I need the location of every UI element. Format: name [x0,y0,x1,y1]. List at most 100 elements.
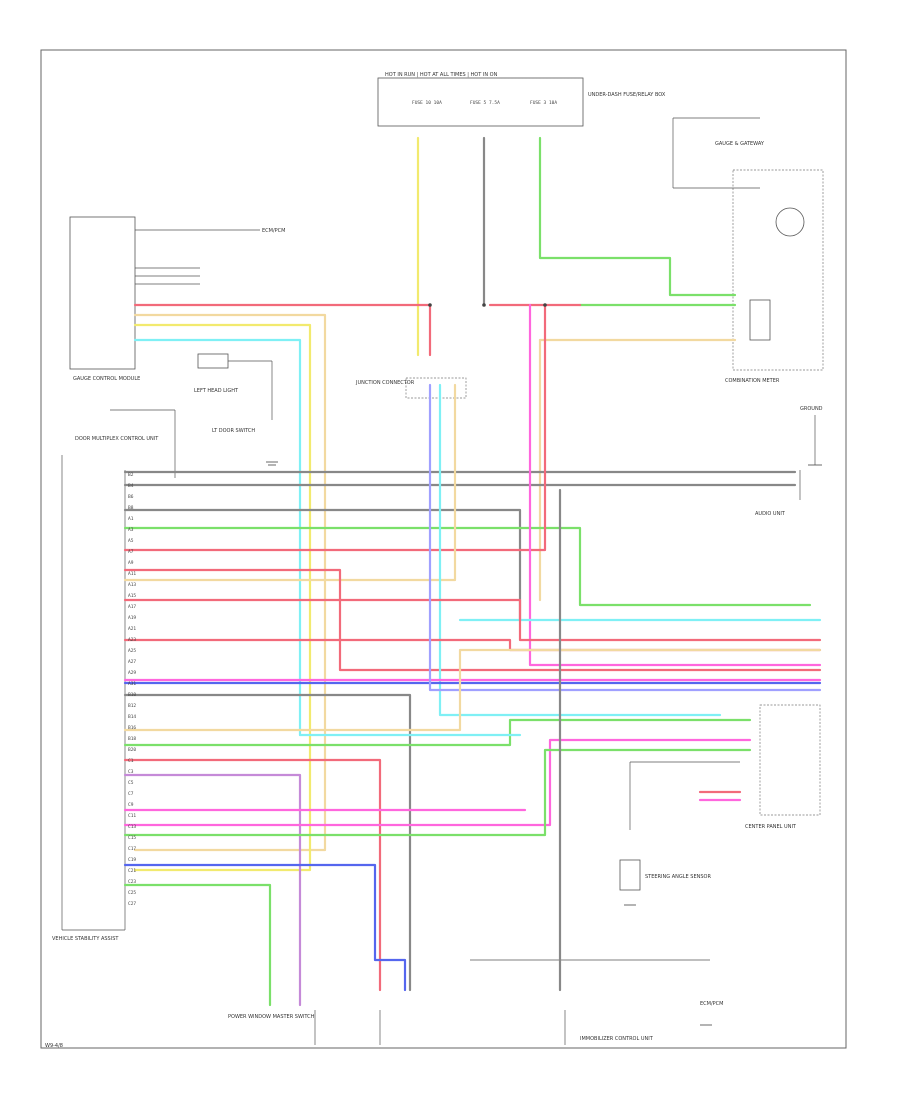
splice-dot [482,303,486,307]
audio-antenna: AUDIO UNIT [755,470,801,517]
footer-code: W9-4/8 [45,1043,63,1049]
pin-code: C17 [128,846,136,852]
pin-code: C11 [128,813,136,819]
pin-code: B16 [128,725,136,731]
wire-lavender-1 [428,383,822,692]
pin-code: A3 [128,527,134,533]
wire-green-2 [123,526,812,607]
center-panel-label: CENTER PANEL UNIT [745,824,797,830]
wire-green-5 [123,883,272,1007]
pin-code: B6 [128,494,134,500]
left-head-light: LEFT HEAD LIGHT LT DOOR SWITCH [194,353,278,466]
wire-purple-1 [123,773,302,1007]
pin-code-column: B2B4B6B8A1A3A5A7A9A11A13A15A17A19A21A23A… [128,472,136,907]
power-window-switch: POWER WINDOW MASTER SWITCH [228,1010,316,1045]
pin-code: B12 [128,703,136,709]
bottom-left-label: POWER WINDOW MASTER SWITCH [228,1014,315,1020]
splice-dot [543,303,547,307]
bottom-right-label: ECM/PCM [700,1001,723,1007]
wire-green-4 [123,748,752,837]
pin-code: A23 [128,637,136,643]
combination-meter-label: COMBINATION METER [725,378,780,384]
wire-yellow-1 [133,323,312,872]
fuse-b-label: FUSE 5 7.5A [470,100,500,106]
pin-code: A17 [128,604,136,610]
pin-code: C1 [128,758,134,764]
diagram-frame [40,49,847,1049]
pin-code: C9 [128,802,134,808]
ecm-label: ECM/PCM [262,228,285,234]
pin-code: C21 [128,868,136,874]
pin-code: A13 [128,582,136,588]
pin-code: A27 [128,659,136,665]
pin-code: C5 [128,780,134,786]
pin-code: A25 [128,648,136,654]
pin-code: A19 [128,615,136,621]
wire-orange-2 [123,383,457,582]
pin-code: B20 [128,747,136,753]
wire-gray-3 [123,508,522,622]
pin-code: A7 [128,549,134,555]
pin-code: B10 [128,692,136,698]
immobilizer-unit: IMMOBILIZER CONTROL UNIT ECM/PCM [379,959,723,1045]
wire-cyan-2 [438,383,722,717]
wire-pink-3 [123,738,752,827]
pin-code: A11 [128,571,136,577]
wire-red-6 [123,638,822,652]
pin-code: C7 [128,791,134,797]
gauge-control-label: GAUGE CONTROL MODULE [73,376,140,382]
pin-code: C13 [128,824,136,830]
pin-code: C19 [128,857,136,863]
splice-dot [428,303,432,307]
steering-label: STEERING ANGLE SENSOR [645,874,711,880]
wire-red-4 [123,568,822,672]
wire-red-3 [123,303,547,552]
lt-door-switch-label: LT DOOR SWITCH [212,428,255,434]
combination-meter: COMBINATION METER GAUGE & GATEWAY [672,117,824,384]
pin-code: A1 [128,516,134,522]
audio-unit-label: AUDIO UNIT [755,511,786,517]
ground-point-label: GROUND [800,406,823,412]
gateway-label: GAUGE & GATEWAY [715,141,765,147]
gauge-control-module: GAUGE CONTROL MODULE ECM/PCM [69,216,285,382]
wire-orange-1 [133,313,327,852]
fuse-block: HOT IN RUN | HOT AT ALL TIMES | HOT IN O… [377,72,666,127]
wire-green-fuse [538,136,737,297]
pin-code: C3 [128,769,134,775]
underhood-label: UNDER-DASH FUSE/RELAY BOX [588,92,666,98]
pin-code: A31 [128,681,136,687]
immobilizer-label: IMMOBILIZER CONTROL UNIT [580,1036,654,1042]
pin-code: B2 [128,472,134,478]
pin-code: A5 [128,538,134,544]
center-panel-unit: CENTER PANEL UNIT STEERING ANGLE SENSOR [619,704,821,906]
left-head-label: LEFT HEAD LIGHT [194,388,239,394]
door-multiplex-module: DOOR MULTIPLEX CONTROL UNIT VEHICLE STAB… [52,409,176,942]
wire-green-3 [123,718,752,747]
pin-code: A29 [128,670,136,676]
pin-code: B18 [128,736,136,742]
fuse-c-label: FUSE 3 10A [530,100,557,106]
pin-code: A15 [128,593,136,599]
wire-blue-2 [123,863,407,992]
ground-point-top: GROUND [800,406,823,466]
pin-code: C27 [128,901,136,907]
pin-code: A9 [128,560,134,566]
fuse-block-title: HOT IN RUN | HOT AT ALL TIMES | HOT IN O… [385,72,498,78]
fuse-a-label: FUSE 10 10A [412,100,442,106]
wire-orange-3 [123,648,822,732]
junction-upper: JUNCTION CONNECTOR [355,377,467,399]
junction-label: JUNCTION CONNECTOR [355,380,415,386]
pin-code: C25 [128,890,136,896]
wire-cyan-1 [133,338,302,737]
wire-red-7 [123,758,382,992]
wire-red-5 [123,598,822,642]
pin-code: A21 [128,626,136,632]
wire-pink-1 [528,303,822,667]
pin-code: C15 [128,835,136,841]
left-connector-label: VEHICLE STABILITY ASSIST [52,936,119,942]
door-module-label: DOOR MULTIPLEX CONTROL UNIT [75,436,159,442]
wire-red-1 [133,303,432,357]
pin-code: B14 [128,714,136,720]
pin-code: B4 [128,483,134,489]
